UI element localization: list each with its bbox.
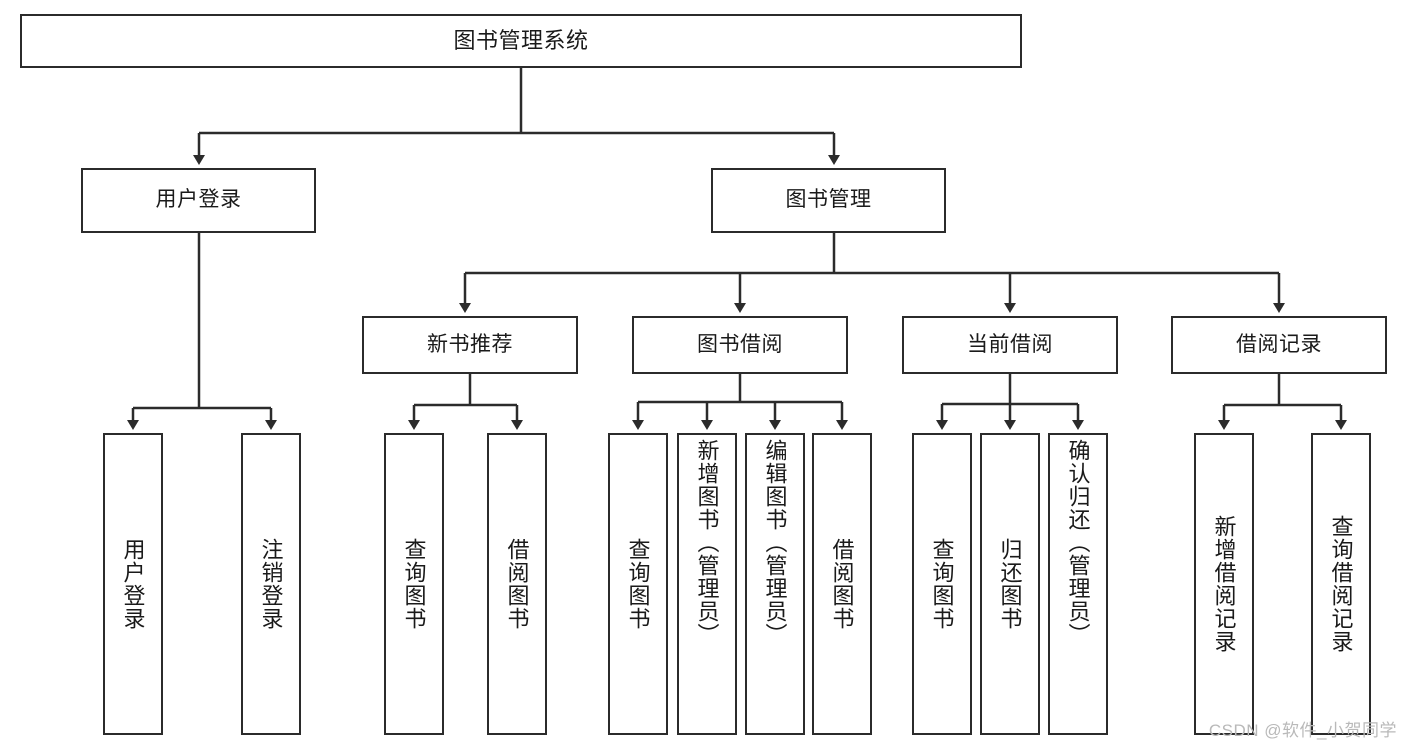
node-label: 借阅图书 bbox=[829, 538, 855, 630]
node-label: 编辑图书（管理员） bbox=[762, 439, 788, 646]
node-label: 借阅图书 bbox=[504, 538, 530, 630]
node-new-book-recommend[interactable]: 新书推荐 bbox=[362, 316, 578, 374]
node-label: 图书借阅 bbox=[697, 332, 783, 356]
node-borrow-record[interactable]: 借阅记录 bbox=[1171, 316, 1387, 374]
leaf-borrow-book-borrow[interactable]: 借阅图书 bbox=[812, 433, 872, 735]
node-label: 确认归还（管理员） bbox=[1065, 439, 1091, 646]
node-label: 新书推荐 bbox=[427, 332, 513, 356]
node-label: 用户登录 bbox=[155, 188, 242, 212]
leaf-query-book-borrow[interactable]: 查询图书 bbox=[608, 433, 668, 735]
leaf-query-borrow-record[interactable]: 查询借阅记录 bbox=[1311, 433, 1371, 735]
node-label: 查询图书 bbox=[625, 538, 651, 630]
leaf-edit-book[interactable]: 编辑图书（管理员） bbox=[745, 433, 805, 735]
leaf-add-borrow-record[interactable]: 新增借阅记录 bbox=[1194, 433, 1254, 735]
leaf-add-book[interactable]: 新增图书（管理员） bbox=[677, 433, 737, 735]
csdn-watermark: CSDN @软件_小贺同学 bbox=[1208, 721, 1397, 740]
node-label: 新增图书（管理员） bbox=[694, 439, 720, 646]
node-book-management[interactable]: 图书管理 bbox=[711, 168, 946, 233]
node-label: 归还图书 bbox=[997, 538, 1023, 630]
leaf-query-book-recommend[interactable]: 查询图书 bbox=[384, 433, 444, 735]
node-user-login[interactable]: 用户登录 bbox=[81, 168, 316, 233]
leaf-borrow-book-recommend[interactable]: 借阅图书 bbox=[487, 433, 547, 735]
node-label: 注销登录 bbox=[258, 538, 284, 630]
node-label: 用户登录 bbox=[120, 538, 146, 630]
leaf-return-book[interactable]: 归还图书 bbox=[980, 433, 1040, 735]
leaf-user-logout[interactable]: 注销登录 bbox=[241, 433, 301, 735]
node-book-borrow[interactable]: 图书借阅 bbox=[632, 316, 848, 374]
node-label: 图书管理系统 bbox=[453, 28, 589, 54]
leaf-query-book-current[interactable]: 查询图书 bbox=[912, 433, 972, 735]
leaf-confirm-return[interactable]: 确认归还（管理员） bbox=[1048, 433, 1108, 735]
node-root-system[interactable]: 图书管理系统 bbox=[20, 14, 1022, 68]
leaf-user-login[interactable]: 用户登录 bbox=[103, 433, 163, 735]
node-label: 查询图书 bbox=[401, 538, 427, 630]
node-label: 查询图书 bbox=[929, 538, 955, 630]
node-label: 图书管理 bbox=[785, 188, 872, 212]
node-label: 新增借阅记录 bbox=[1211, 515, 1237, 653]
node-label: 当前借阅 bbox=[967, 332, 1053, 356]
node-label: 借阅记录 bbox=[1236, 332, 1322, 356]
node-label: 查询借阅记录 bbox=[1328, 515, 1354, 653]
node-current-borrow[interactable]: 当前借阅 bbox=[902, 316, 1118, 374]
